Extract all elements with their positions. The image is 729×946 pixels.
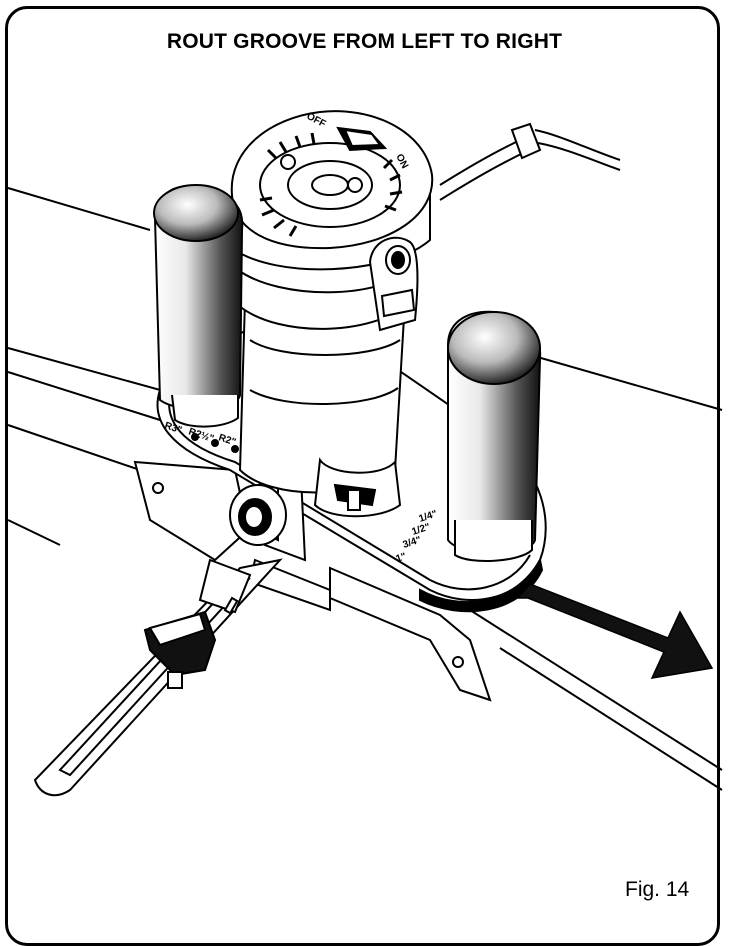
router-motor: [230, 110, 434, 494]
right-handle: [447, 310, 542, 563]
workpiece-board: [7, 187, 723, 791]
depth-lock-bracket: [368, 236, 419, 332]
left-handle: [153, 184, 244, 428]
guide-adjust-bar: [33, 558, 283, 797]
depth-label-1: 1": [395, 551, 408, 565]
arrow-right-icon: [516, 583, 714, 679]
figure-label: Fig. 14: [625, 878, 690, 901]
radius-label-2: R2": [217, 432, 237, 448]
collet: [313, 457, 402, 518]
edge-guide: [133, 460, 492, 702]
radius-label-3: R3": [163, 420, 183, 436]
thumb-screw-knob: [143, 610, 217, 689]
depth-adjust-knob: [229, 484, 287, 546]
page-title: ROUT GROOVE FROM LEFT TO RIGHT: [166, 30, 563, 53]
vent-slots: [259, 132, 403, 237]
power-cord: [439, 122, 621, 201]
